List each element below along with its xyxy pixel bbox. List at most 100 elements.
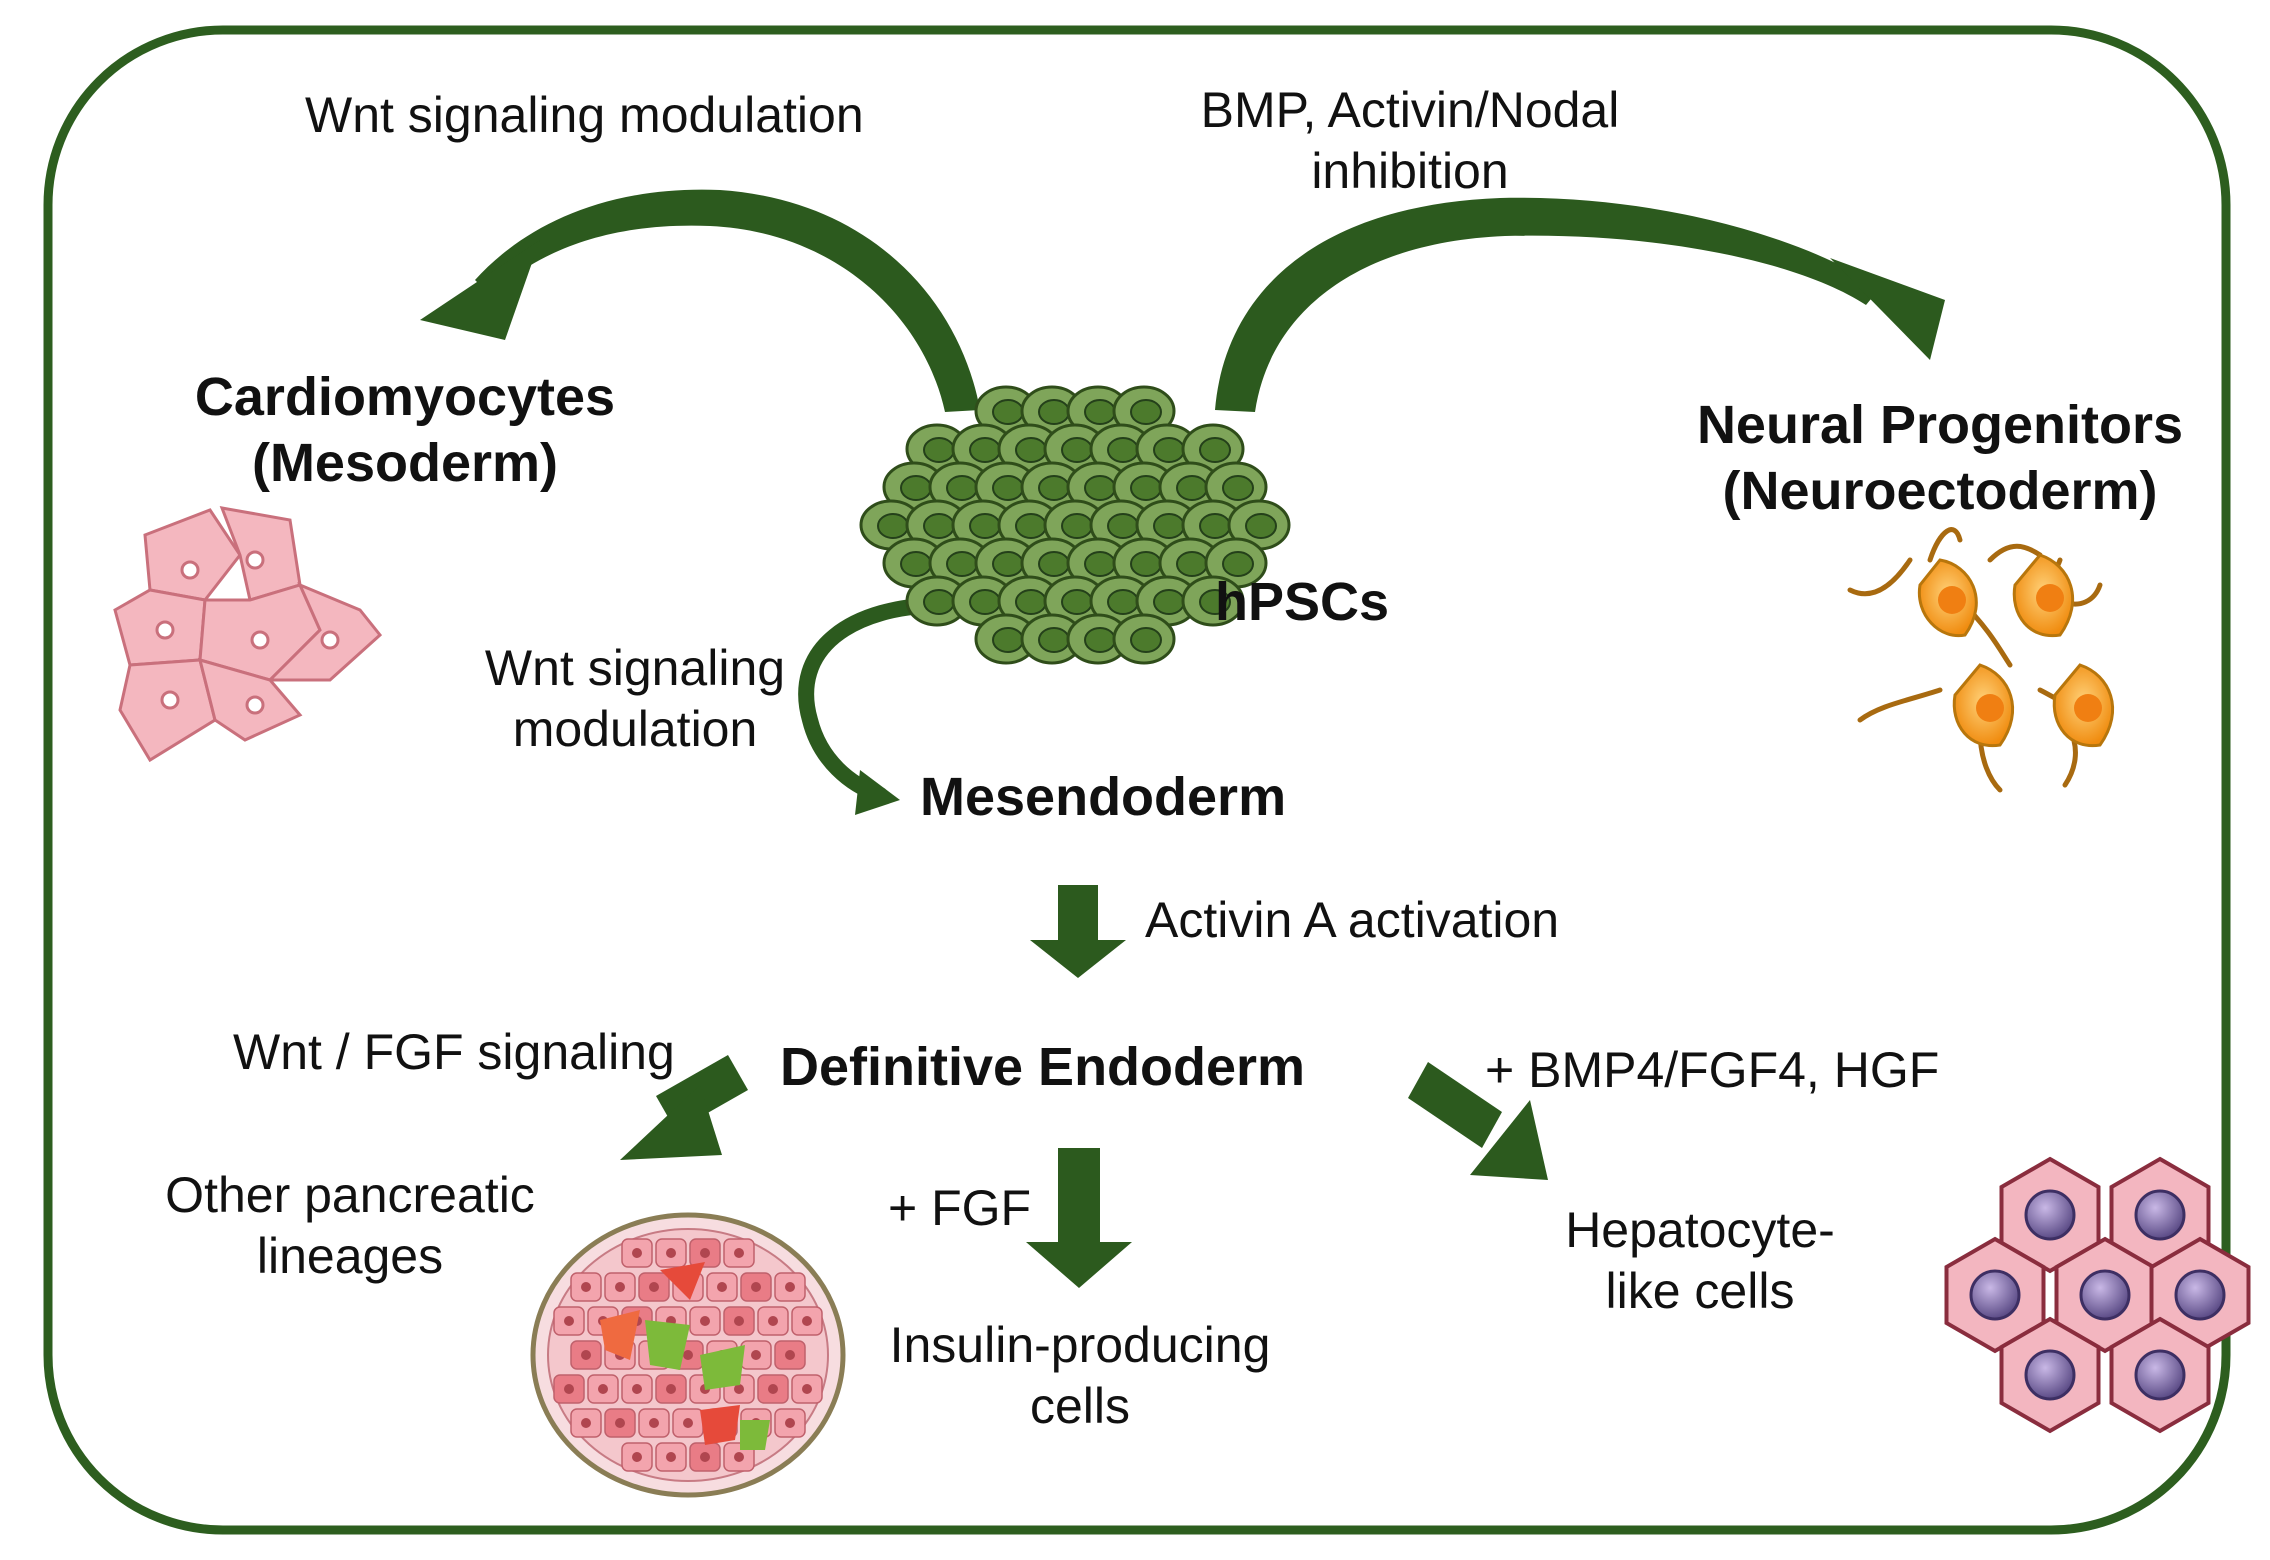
stem-cell: [1112, 385, 1176, 437]
hepatocyte-cell: [1999, 1156, 2101, 1274]
stem-cell: [1066, 385, 1130, 437]
stem-cell: [1089, 499, 1153, 551]
signal-wnt-fgf: Wnt / FGF signaling: [233, 1024, 675, 1080]
stem-cell: [882, 461, 946, 513]
stem-cell: [1066, 613, 1130, 665]
mesendoderm-label: Mesendoderm: [920, 767, 1287, 827]
stem-cell: [1020, 385, 1084, 437]
hepatocyte-cell: [1999, 1316, 2101, 1434]
signal-bmp-activin-line2: inhibition: [1311, 143, 1509, 199]
hepatocyte-cell: [2149, 1236, 2251, 1354]
outer-frame: [43, 25, 2231, 1535]
arrow-to-mesendoderm: [798, 597, 953, 815]
islet-cell: [655, 1442, 687, 1472]
pancreatic-islet-icon: [530, 1212, 846, 1498]
stem-cell: [1227, 499, 1291, 551]
signal-bmp4-fgf4-hgf: + BMP4/FGF4, HGF: [1485, 1042, 1940, 1098]
islet-cell: [774, 1272, 806, 1302]
islet-cell: [570, 1340, 602, 1370]
signal-wnt-top: Wnt signaling modulation: [305, 87, 864, 143]
islet-cell: [570, 1272, 602, 1302]
hepatocyte-label: Hepatocyte- like cells: [1490, 1200, 1910, 1322]
islet-cell: [740, 1272, 772, 1302]
signal-activin: Activin A activation: [1145, 892, 1560, 948]
neural-progenitors-subtitle: (Neuroectoderm): [1722, 460, 2158, 521]
neural-progenitors-label: Neural Progenitors (Neuroectoderm): [1630, 393, 2250, 525]
arrow-to-definitive-endoderm: [1030, 885, 1126, 978]
neuron-icon: [1847, 527, 2115, 793]
signal-wnt-mid: Wnt signaling modulation: [470, 638, 800, 760]
hepatocyte-line1: Hepatocyte-: [1565, 1202, 1835, 1258]
arrow-to-insulin-producing: [1026, 1148, 1132, 1288]
islet-cell: [655, 1238, 687, 1268]
islet-cell: [723, 1238, 755, 1268]
signal-bmp-activin-line1: BMP, Activin/Nodal: [1200, 82, 1620, 138]
islet-cell: [672, 1408, 704, 1438]
stem-cell: [951, 423, 1015, 475]
islet-cell: [553, 1374, 585, 1404]
hepatocyte-cell: [1944, 1236, 2046, 1354]
definitive-endoderm-label: Definitive Endoderm: [780, 1037, 1306, 1097]
stem-cell: [1181, 575, 1245, 627]
islet-cell: [723, 1306, 755, 1336]
stem-cell: [1181, 423, 1245, 475]
hpsc-label: hPSCs: [1215, 572, 1390, 632]
stem-cell: [1158, 461, 1222, 513]
islet-cell: [689, 1238, 721, 1268]
insulin-producing-line1: Insulin-producing: [889, 1317, 1271, 1373]
islet-cell: [689, 1442, 721, 1472]
signal-wnt-mid-line1: Wnt signaling: [484, 640, 786, 696]
islet-cell: [774, 1408, 806, 1438]
islet-cell: [791, 1306, 823, 1336]
islet-cell: [570, 1408, 602, 1438]
stem-cell: [1204, 461, 1268, 513]
insulin-producing-line2: cells: [1029, 1378, 1131, 1434]
islet-cell: [740, 1340, 772, 1370]
cardiomyocytes-subtitle: (Mesoderm): [251, 432, 559, 493]
stem-cell: [1020, 537, 1084, 589]
islet-cell: [757, 1306, 789, 1336]
islet-cell: [621, 1238, 653, 1268]
neural-progenitors-title: Neural Progenitors: [1696, 395, 2184, 455]
stem-cell: [1089, 423, 1153, 475]
hepatocyte-cell: [2109, 1316, 2211, 1434]
islet-cell: [689, 1306, 721, 1336]
hepatocyte-icon: [1944, 1156, 2251, 1434]
other-pancreatic-label: Other pancreatic lineages: [110, 1165, 590, 1287]
arrow-to-neural-progenitors: [1215, 197, 1945, 412]
cardiomyocyte-icon: [113, 506, 383, 763]
arrow-to-hepatocyte: [1408, 1062, 1548, 1180]
islet-cell: [604, 1272, 636, 1302]
stem-cell: [1135, 499, 1199, 551]
hepatocyte-line2: like cells: [1605, 1263, 1795, 1319]
islet-cell: [706, 1272, 738, 1302]
stem-cell-cluster-icon: [859, 385, 1291, 665]
cardiomyocytes-label: Cardiomyocytes (Mesoderm): [155, 365, 655, 497]
stem-cell: [1112, 613, 1176, 665]
stem-cell: [859, 499, 923, 551]
islet-cell: [621, 1374, 653, 1404]
signal-fgf: + FGF: [888, 1180, 1032, 1236]
islet-cell: [621, 1442, 653, 1472]
islet-cell: [774, 1340, 806, 1370]
signal-wnt-mid-line2: modulation: [512, 701, 758, 757]
islet-cell: [655, 1374, 687, 1404]
stem-cell: [928, 461, 992, 513]
cardiomyocytes-title: Cardiomyocytes: [194, 367, 616, 427]
other-pancreatic-line2: lineages: [256, 1228, 444, 1284]
islet-cell: [553, 1306, 585, 1336]
islet-cell: [587, 1374, 619, 1404]
islet-cell: [791, 1374, 823, 1404]
stem-cell: [997, 423, 1061, 475]
islet-cell: [638, 1408, 670, 1438]
insulin-producing-label: Insulin-producing cells: [820, 1315, 1340, 1437]
islet-cell: [757, 1374, 789, 1404]
signal-bmp-activin: BMP, Activin/Nodal inhibition: [1190, 80, 1630, 202]
islet-cell: [604, 1408, 636, 1438]
stem-cell: [1135, 423, 1199, 475]
arrow-to-cardiomyocytes: [420, 189, 980, 412]
islet-cell: [638, 1272, 670, 1302]
arrow-to-other-pancreatic: [620, 1055, 748, 1160]
